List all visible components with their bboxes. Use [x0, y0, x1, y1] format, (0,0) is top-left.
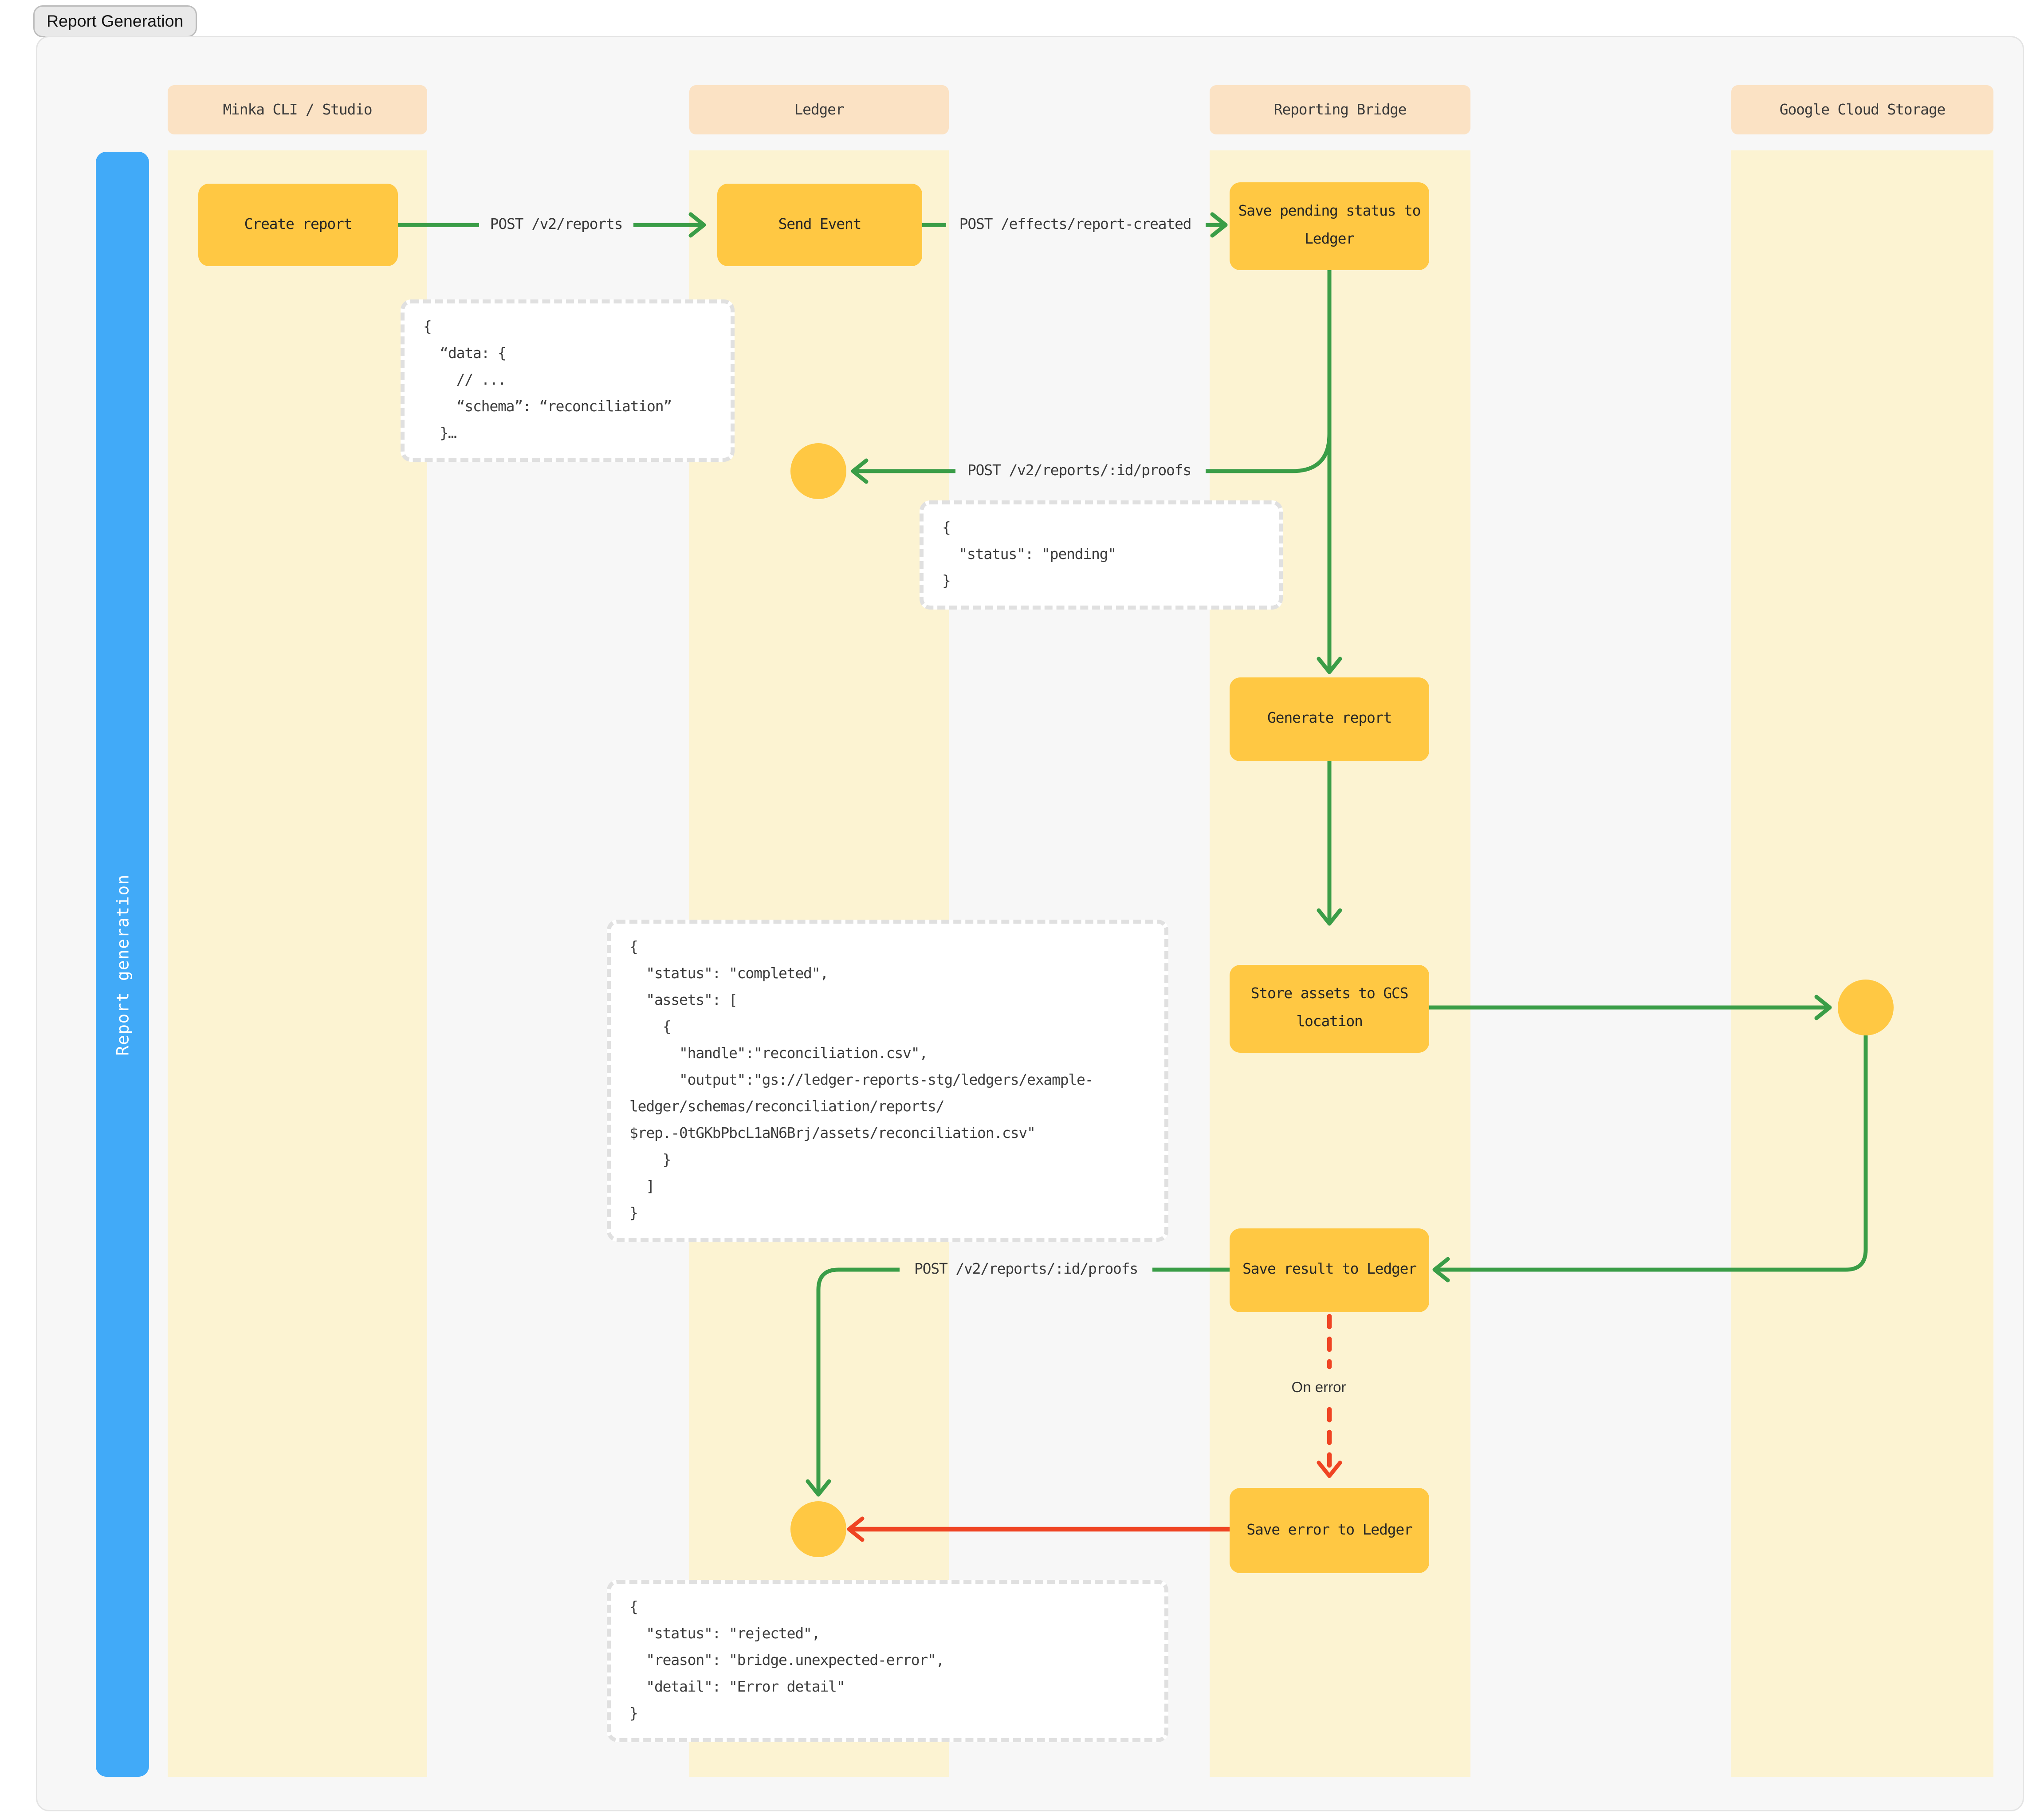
edge-label-post-report-created: POST /effects/report-created [955, 214, 1195, 236]
edges-layer [398, 212, 1894, 1557]
gcs-endpoint-circle [1838, 980, 1894, 1035]
lane-gcs [1731, 150, 1993, 1777]
node-save-pending-status[interactable]: Save pending status to Ledger [1230, 182, 1429, 270]
edge-label-on-error: On error [1291, 1380, 1346, 1396]
ledger-endpoint-circle-result [790, 1501, 846, 1557]
node-save-error[interactable]: Save error to Ledger [1230, 1488, 1429, 1573]
lane-minka [168, 150, 427, 1777]
ledger-endpoint-circle-pending [790, 443, 846, 499]
lane-header-gcs: Google Cloud Storage [1731, 85, 1993, 134]
code-rejected-proof-text: { "status": "rejected", "reason": "bridg… [629, 1598, 945, 1722]
node-store-assets[interactable]: Store assets to GCS location [1230, 965, 1429, 1053]
code-report-request-text: { “data: { // ... “schema”: “reconciliat… [423, 318, 672, 442]
edge-label-post-proofs-result: POST /v2/reports/:id/proofs [914, 1260, 1138, 1278]
edge-label-post-reports: POST /v2/reports [486, 214, 627, 236]
node-generate-report[interactable]: Generate report [1230, 677, 1429, 761]
node-save-result[interactable]: Save result to Ledger [1230, 1228, 1429, 1312]
lane-header-bridge: Reporting Bridge [1210, 85, 1470, 134]
lane-header-ledger: Ledger [689, 85, 949, 134]
edge-label-post-proofs-pending: POST /v2/reports/:id/proofs [963, 460, 1195, 482]
lane-header-minka: Minka CLI / Studio [168, 85, 427, 134]
edge-proofs-result-b [806, 1267, 900, 1497]
code-completed-proof-text: { "status": "completed", "assets": [ { "… [629, 938, 1094, 1222]
diagram-canvas: Minka CLI / Studio Ledger Reporting Brid… [36, 36, 2024, 1811]
edge-gcs-to-result [1432, 1035, 1868, 1283]
code-block-report-request: { “data: { // ... “schema”: “reconciliat… [401, 299, 735, 462]
edge-proofs-pending-a [1206, 433, 1332, 473]
section-bar-report-generation: Report generation [96, 152, 149, 1777]
code-pending-proof-text: { "status": "pending" } [942, 519, 1116, 590]
node-send-event[interactable]: Send Event [717, 184, 922, 266]
node-create-report[interactable]: Create report [198, 184, 398, 266]
code-block-pending-proof: { "status": "pending" } [920, 500, 1283, 610]
tab-report-generation[interactable]: Report Generation [33, 5, 197, 37]
code-block-rejected-proof: { "status": "rejected", "reason": "bridg… [607, 1580, 1168, 1742]
code-block-completed-proof: { "status": "completed", "assets": [ { "… [607, 920, 1168, 1242]
